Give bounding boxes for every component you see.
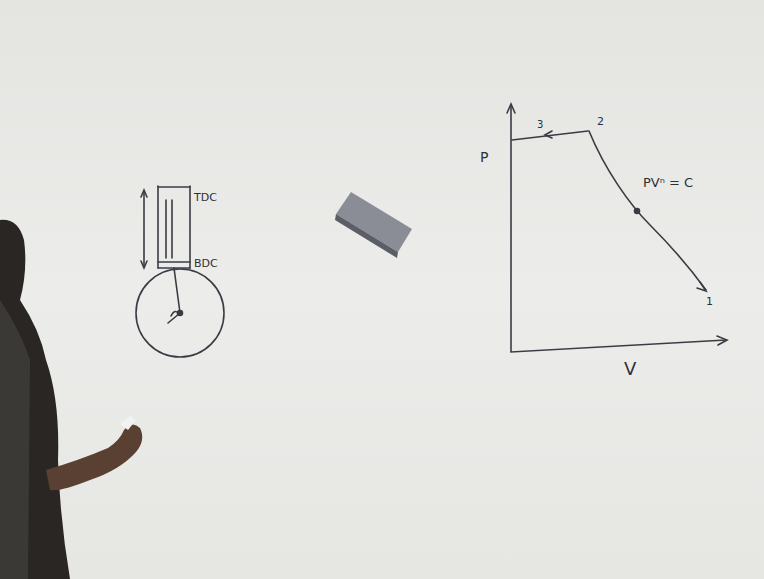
process-arrow — [697, 282, 706, 291]
eraser — [335, 192, 412, 258]
cylinder-inner — [166, 200, 172, 258]
crank-angle — [171, 311, 179, 316]
polytropic-curve — [589, 131, 706, 290]
engine-sketch — [136, 186, 224, 357]
board-label: PVⁿ = C — [643, 176, 693, 189]
board-label: BDC — [194, 258, 218, 269]
board-label: P — [480, 150, 488, 164]
process-arrow — [545, 131, 552, 138]
stroke-arrow-head — [141, 190, 147, 268]
board-label: 1 — [706, 296, 713, 307]
cylinder-head — [158, 186, 190, 188]
constant-pressure-line — [512, 131, 588, 140]
marker — [120, 416, 136, 430]
board-label: TDC — [194, 192, 217, 203]
board-label: 2 — [597, 116, 604, 127]
presenter-shirt — [0, 300, 30, 579]
pv-diagram — [507, 104, 727, 352]
axes — [511, 106, 726, 352]
presenter-hand — [46, 424, 142, 490]
crank-circle — [136, 269, 224, 357]
axis-arrow — [507, 104, 727, 345]
cylinder-wall — [158, 186, 190, 268]
presenter — [0, 220, 142, 579]
eraser-side — [335, 214, 398, 258]
piston — [158, 262, 190, 268]
stroke-arrow — [143, 192, 145, 266]
board-label: 3 — [537, 120, 543, 130]
curve-point — [635, 209, 640, 214]
board-label: V — [624, 360, 636, 378]
presenter-body — [0, 220, 70, 579]
